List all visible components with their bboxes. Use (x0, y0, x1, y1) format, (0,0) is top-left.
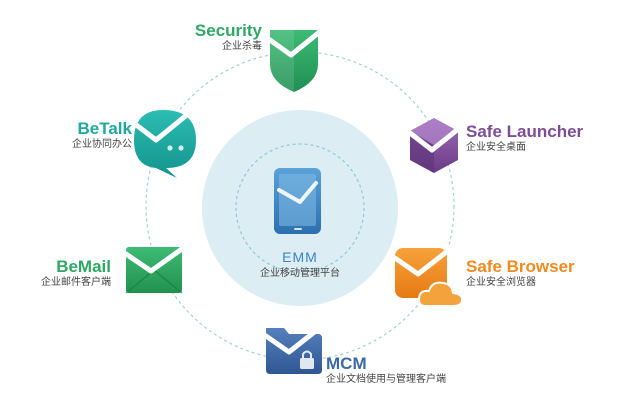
security-title: Security (194, 21, 262, 40)
shield-check-icon (267, 27, 325, 92)
bemail-subtitle: 企业邮件客户端 (41, 277, 111, 288)
bemail-title: BeMail (56, 257, 111, 276)
folder-lock-icon (263, 323, 325, 374)
launcher-label: Safe Launcher 企业安全桌面 (466, 123, 583, 153)
cube-check-icon (407, 118, 465, 173)
browser-title: Safe Browser (466, 257, 575, 276)
browser-label: Safe Browser 企业安全浏览器 (466, 258, 575, 288)
security-label: Security 企业杀毒 (195, 22, 262, 52)
security-subtitle: 企业杀毒 (222, 41, 262, 52)
phone-icon (274, 168, 321, 234)
browser-subtitle: 企业安全浏览器 (466, 277, 536, 288)
mcm-title: MCM (326, 354, 367, 373)
betalk-title: BeTalk (77, 119, 133, 138)
center-title: EMM (282, 249, 318, 265)
chat-bubble-check-icon (132, 110, 196, 178)
betalk-label: BeTalk 企业协同办公 (72, 120, 132, 150)
center-subtitle: 企业移动管理平台 (260, 268, 340, 279)
inner-ring (235, 143, 365, 273)
cloud-check-icon (392, 247, 464, 307)
mcm-label: MCM 企业文档使用与管理客户端 (326, 355, 446, 385)
betalk-subtitle: 企业协同办公 (72, 139, 132, 150)
bemail-label: BeMail 企业邮件客户端 (41, 258, 111, 288)
envelope-check-icon (123, 243, 189, 294)
launcher-subtitle: 企业安全桌面 (466, 142, 526, 153)
center-label: EMM 企业移动管理平台 (240, 250, 360, 279)
launcher-title: Safe Launcher (466, 122, 584, 141)
mcm-subtitle: 企业文档使用与管理客户端 (326, 374, 446, 385)
